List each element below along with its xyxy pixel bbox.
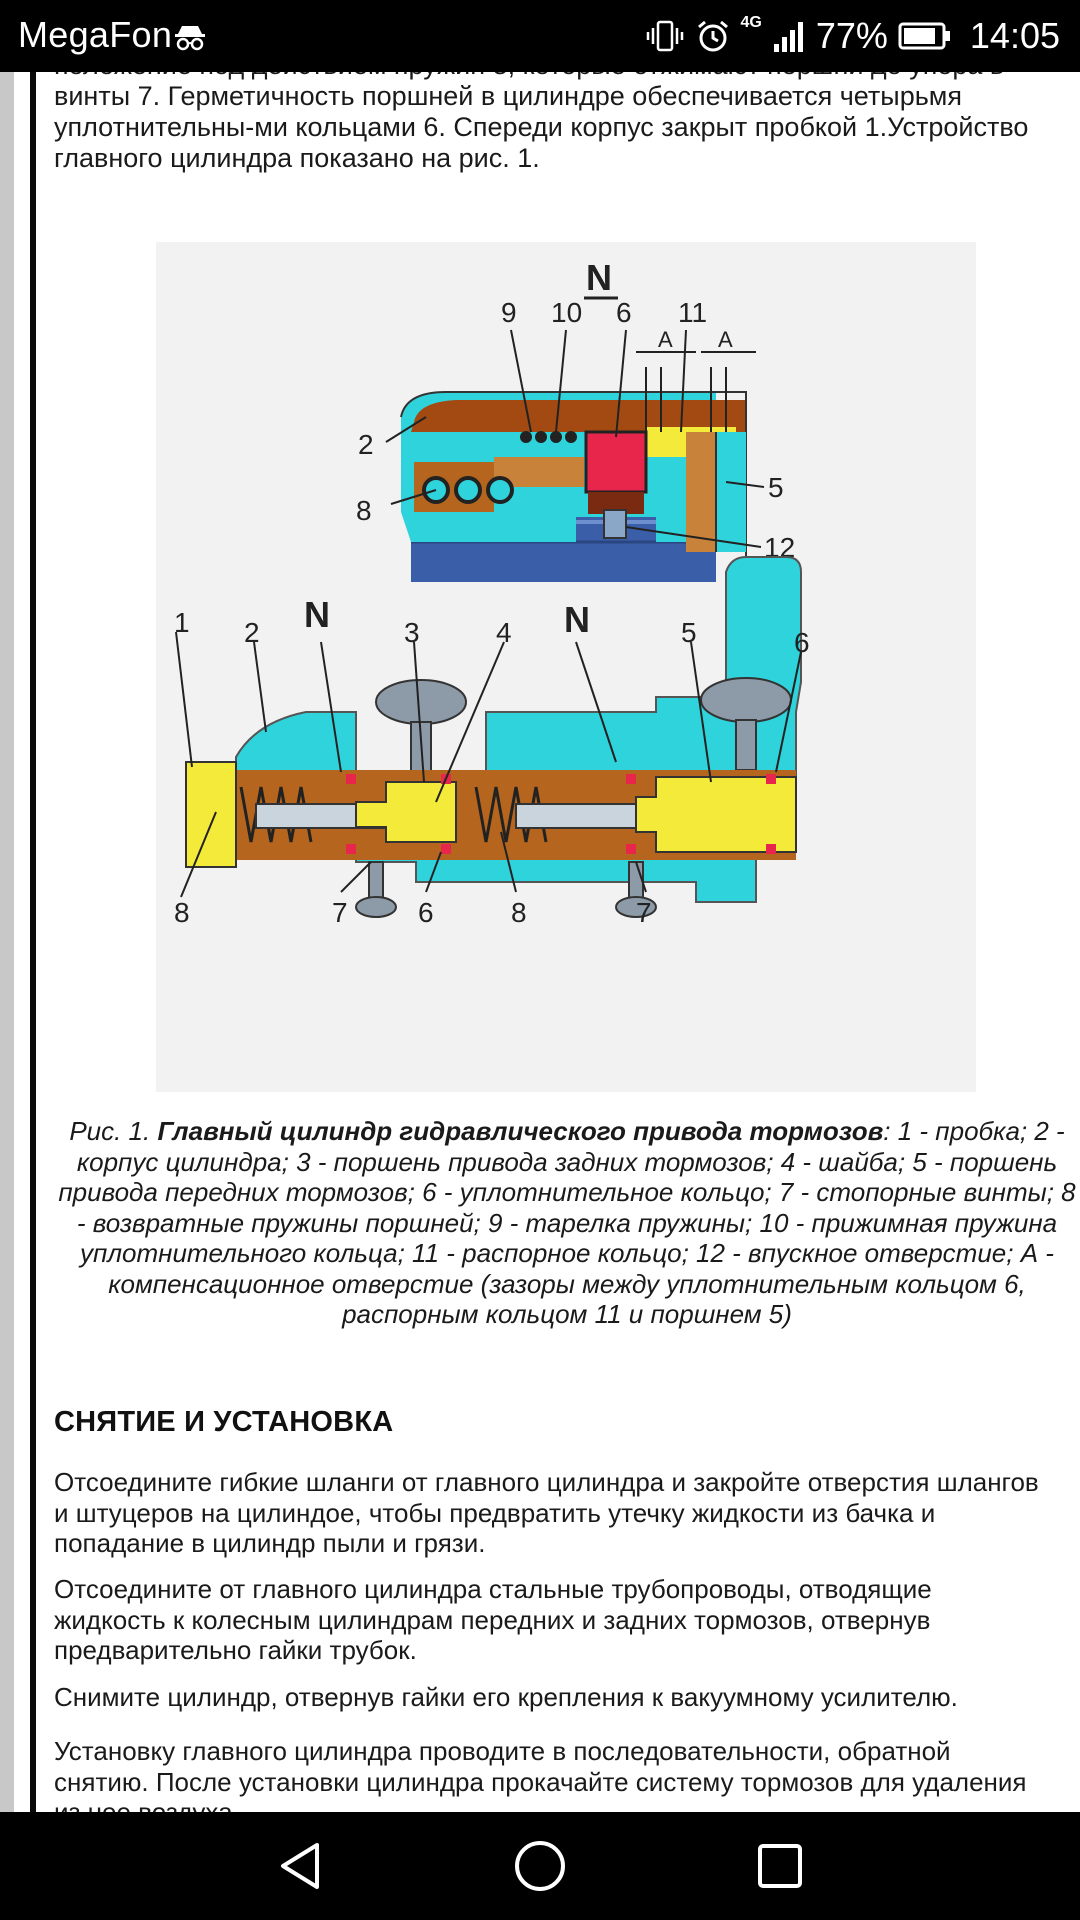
label-6-bottom: 6 [418, 897, 434, 928]
master-cylinder-figure: N 9 10 6 11 A A 2 5 8 1 2 [156, 242, 976, 1092]
section-heading: СНЯТИЕ И УСТАНОВКА [54, 1406, 394, 1438]
caption-body: : 1 - пробка; 2 - корпус цилиндра; 3 - п… [58, 1116, 1076, 1329]
cylinder-diagram: N 9 10 6 11 A A 2 5 8 1 2 [174, 257, 810, 928]
label-4: 4 [496, 617, 512, 648]
instruction-paragraph: Установку главного цилиндра проводите в … [54, 1736, 1027, 1812]
label-5-top: 5 [768, 472, 784, 503]
status-bar: MegaFon 4G 77% 14:05 [0, 0, 1080, 72]
recents-button[interactable] [744, 1830, 816, 1902]
signal-icon [773, 22, 803, 52]
label-3: 3 [404, 617, 420, 648]
label-6: 6 [616, 297, 632, 328]
status-icons: 4G 77% 14:05 [645, 10, 1060, 62]
label-8-top: 8 [356, 495, 372, 526]
label-8-bottom: 8 [511, 897, 527, 928]
intro-line: уплотнительны-ми кольцами 6. Спереди кор… [54, 112, 1029, 142]
section-view: 1 2 N 3 4 N 5 6 8 7 6 8 7 [174, 556, 810, 928]
caption-prefix: Рис. 1. [69, 1116, 158, 1146]
intro-line: винты 7. Герметичность поршней в цилиндр… [54, 81, 962, 111]
label-2-top: 2 [358, 429, 374, 460]
label-2: 2 [244, 617, 260, 648]
intro-paragraph: положение под действием пружин 8, которы… [54, 72, 1080, 174]
home-icon [515, 1841, 565, 1891]
label-N-left: N [304, 594, 330, 635]
label-10: 10 [551, 297, 582, 328]
battery-icon [898, 22, 950, 50]
label-1: 1 [174, 607, 190, 638]
navigation-bar [0, 1812, 1080, 1920]
home-button[interactable] [504, 1830, 576, 1902]
clock: 14:05 [969, 15, 1060, 56]
detail-view: N 9 10 6 11 A A 2 5 8 12 [356, 257, 795, 582]
intro-line: положение под действием пружин 8, которы… [54, 72, 1080, 81]
page-left-rule [30, 72, 36, 1812]
alarm-icon [697, 20, 728, 52]
back-icon [281, 1843, 319, 1889]
caption-title: Главный цилиндр гидравлического привода … [157, 1116, 884, 1146]
incognito-icon [175, 26, 205, 51]
label-A-1: A [658, 327, 673, 352]
label-N-top: N [586, 257, 612, 298]
web-page[interactable]: положение под действием пружин 8, которы… [0, 72, 1080, 1812]
instruction-paragraph: Отсоедините гибкие шланги от главного ци… [54, 1467, 1039, 1558]
page-left-border [0, 72, 14, 1812]
network-type: 4G [740, 14, 762, 31]
label-6-right: 6 [794, 627, 810, 658]
label-8-left: 8 [174, 897, 190, 928]
back-button[interactable] [264, 1830, 336, 1902]
recents-icon [758, 1844, 802, 1888]
intro-line: главного цилиндра показано на рис. 1. [54, 143, 540, 173]
instruction-paragraph: Отсоедините от главного цилиндра стальны… [54, 1574, 932, 1665]
label-7-right: 7 [636, 897, 652, 928]
figure-caption: Рис. 1. Главный цилиндр гидравлического … [54, 1116, 1080, 1330]
battery-percent: 77% [815, 15, 888, 56]
label-A-2: A [718, 327, 733, 352]
label-5: 5 [681, 617, 697, 648]
instruction-paragraph: Снимите цилиндр, отвернув гайки его креп… [54, 1682, 958, 1712]
label-7-left: 7 [332, 897, 348, 928]
carrier-name: MegaFon [18, 14, 173, 55]
vibrate-icon [646, 20, 683, 52]
label-N-right: N [564, 599, 590, 640]
label-9: 9 [501, 297, 517, 328]
label-11: 11 [678, 297, 707, 328]
